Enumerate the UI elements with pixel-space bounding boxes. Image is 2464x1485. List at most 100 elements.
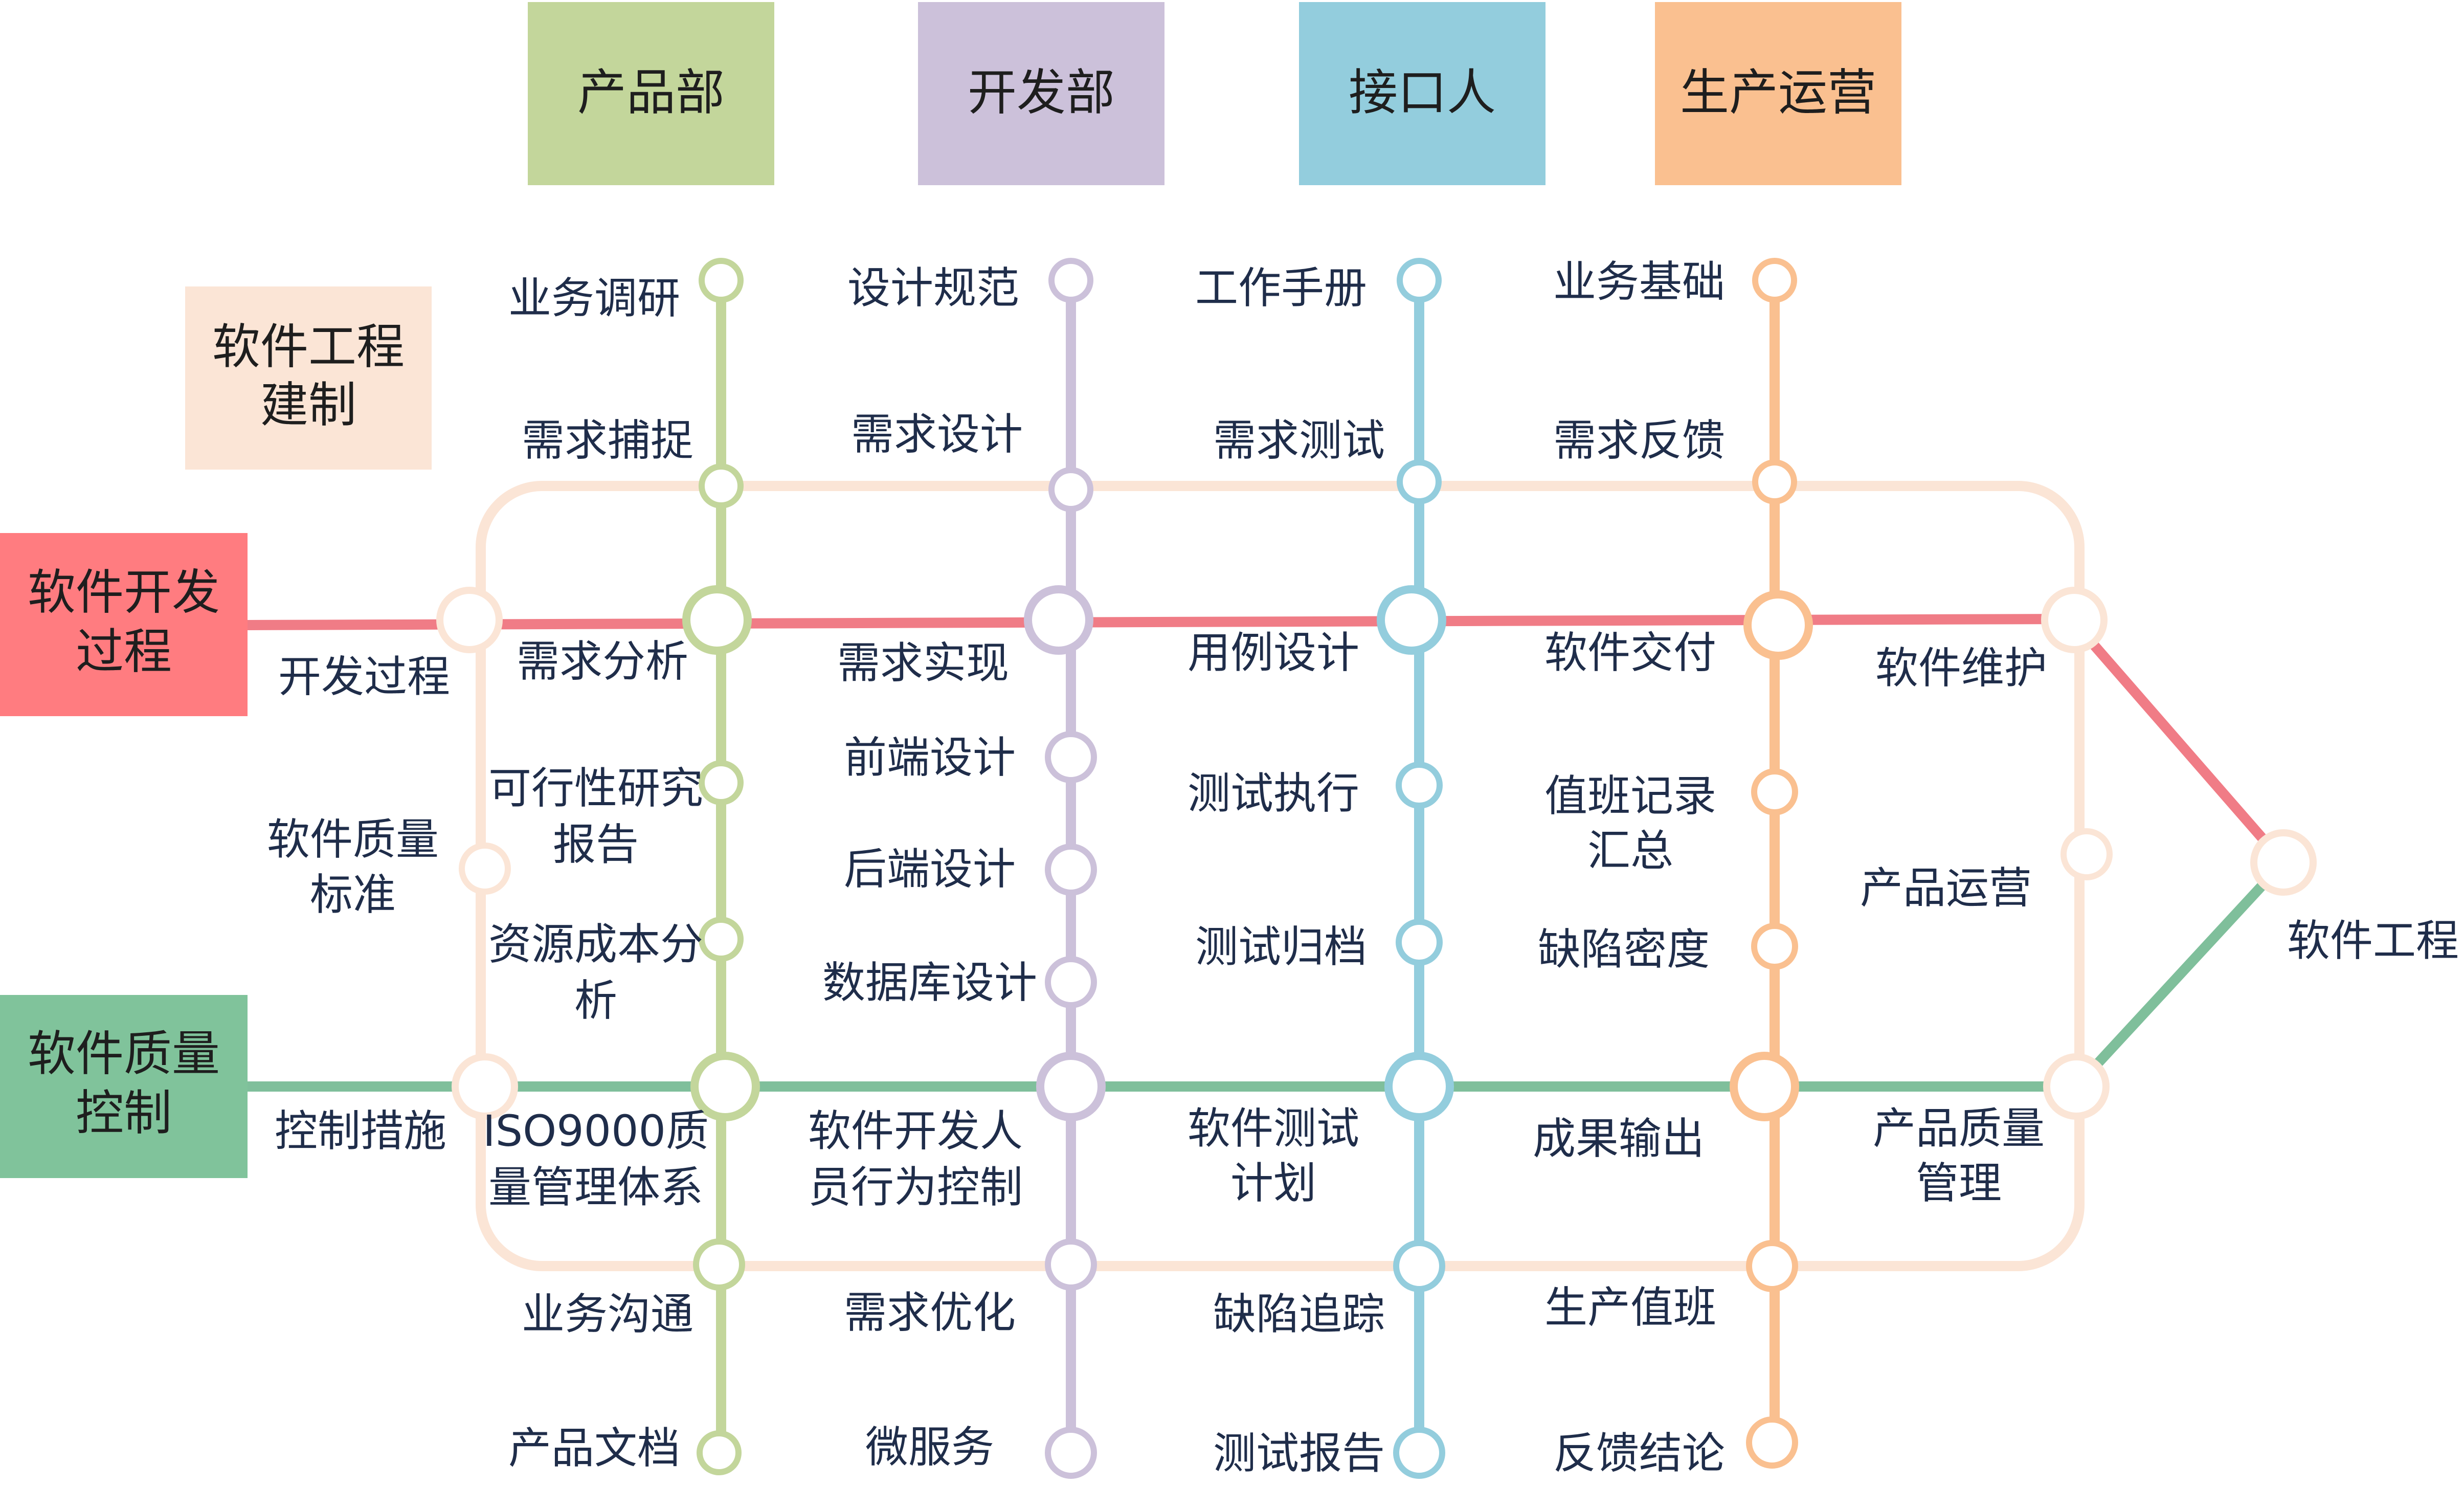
stop-dev-6[interactable] [1045,956,1097,1008]
stop-product-2[interactable] [699,463,744,508]
department-headers: 产品部 开发部 接口人 生产运营 [528,2,1901,185]
stop-dev-7[interactable] [1036,1052,1106,1121]
stop-ops-6[interactable] [1730,1052,1799,1121]
label-dev-9: 微服务 [865,1422,994,1472]
dept-box-product [528,2,774,185]
stop-dev-8[interactable] [1045,1238,1097,1291]
stop-interface-7[interactable] [1393,1240,1445,1292]
stop-ops-4[interactable] [1751,768,1798,815]
stop-ops-2[interactable] [1752,459,1797,504]
stop-interface-4[interactable] [1396,762,1443,809]
dept-box-interface [1299,2,1545,185]
label-ops-5: 缺陷密度 [1538,924,1710,974]
stop-operation[interactable] [2060,828,2113,880]
label-interface-8: 测试报告 [1213,1428,1385,1478]
label-dev-1: 设计规范 [847,263,1019,313]
stop-product-5[interactable] [699,917,744,962]
label-ops-2: 需求反馈 [1553,415,1725,466]
stop-ops-8[interactable] [1746,1416,1798,1469]
stop-quality-standard[interactable] [459,843,511,895]
label-interface-1: 工作手册 [1195,263,1367,313]
stop-interface-2[interactable] [1397,459,1442,504]
loop-labels: 开发过程 软件质量 标准 控制措施 软件维护 产品运营 产品质量 管理 软件工程 [267,643,2459,1208]
label-interface-4: 测试执行 [1188,768,1359,818]
stop-quality-mgmt[interactable] [2043,1053,2110,1120]
label-ops-6: 成果输出 [1533,1114,1705,1164]
stop-maintenance[interactable] [2041,587,2108,653]
label-quality-mgmt-b: 管理 [1916,1158,2002,1208]
label-ops-1: 业务基础 [1553,257,1725,307]
ops-labels: 业务基础 需求反馈 软件交付 值班记录 汇总 缺陷密度 成果输出 生产值班 反馈… [1533,257,1725,1478]
stop-product-7[interactable] [693,1238,745,1291]
loop-stops [436,587,2317,1120]
stop-dev-3[interactable] [1024,585,1093,655]
category-dev-line1: 软件开发 [28,565,220,620]
label-product-2: 需求捕捉 [522,415,693,466]
label-product-5a: 资源成本分 [488,919,703,969]
label-interface-5: 测试归档 [1195,922,1367,972]
interface-labels: 工作手册 需求测试 用例设计 测试执行 测试归档 软件测试 计划 缺陷追踪 测试… [1188,263,1385,1478]
label-interface-6b: 计划 [1230,1158,1316,1208]
category-quality-line1: 软件质量 [28,1026,220,1082]
label-product-4b: 报告 [553,819,639,870]
stop-product-8[interactable] [697,1430,742,1475]
label-ops-4a: 值班记录 [1544,771,1716,821]
dept-label-interface: 接口人 [1349,64,1496,121]
stop-ops-5[interactable] [1751,923,1798,970]
label-quality-mgmt-a: 产品质量 [1873,1103,2045,1154]
label-dev-8: 需求优化 [844,1288,1016,1338]
label-interface-3: 用例设计 [1188,628,1359,678]
product-labels: 业务调研 需求捕捉 需求分析 可行性研究 报告 资源成本分 析 ISO9000质… [483,273,709,1473]
label-product-6a: ISO9000质 [483,1106,709,1156]
interface-stops [1377,258,1454,1479]
dept-label-dev: 开发部 [968,64,1115,121]
label-product-3: 需求分析 [517,636,688,686]
stop-dev-2[interactable] [1048,467,1093,512]
label-dev-7a: 软件开发人 [808,1106,1023,1156]
stop-interface-3[interactable] [1377,585,1446,655]
stop-product-6[interactable] [690,1052,760,1121]
dept-label-ops: 生产运营 [1680,64,1876,121]
label-quality-standard-b: 标准 [310,870,396,920]
label-product-5b: 析 [574,976,617,1026]
label-dev-6: 数据库设计 [822,958,1037,1008]
stop-ops-3[interactable] [1743,590,1813,660]
label-product-4a: 可行性研究 [488,763,703,813]
label-ops-8: 反馈结论 [1553,1428,1725,1478]
dept-box-dev [918,2,1164,185]
label-dev-4: 前端设计 [844,733,1016,783]
label-dev-3: 需求实现 [837,638,1009,688]
label-product-7: 业务沟通 [522,1289,693,1339]
label-dev-5: 后端设计 [844,844,1016,894]
stop-product-1[interactable] [699,258,744,303]
stop-control[interactable] [452,1053,518,1120]
stop-interface-8[interactable] [1393,1427,1445,1479]
stop-product-4[interactable] [699,760,744,805]
stop-dev-1[interactable] [1048,258,1093,303]
category-boxes: 软件工程 建制 软件开发 过程 软件质量 控制 [0,286,432,1178]
label-ops-4b: 汇总 [1587,826,1673,876]
label-dev-2: 需求设计 [851,409,1023,459]
stop-ops-1[interactable] [1752,258,1797,303]
label-interface-2: 需求测试 [1213,415,1385,466]
category-build-line2: 建制 [260,378,356,433]
label-control: 控制措施 [275,1106,446,1156]
stop-dev-5[interactable] [1045,844,1097,896]
stop-product-3[interactable] [682,585,752,655]
stop-dev-9[interactable] [1045,1427,1097,1479]
label-ops-3: 软件交付 [1544,628,1716,678]
category-box-quality [0,995,248,1178]
label-interface-6a: 软件测试 [1188,1103,1359,1154]
stop-dev-process[interactable] [436,587,503,653]
category-dev-line2: 过程 [76,624,172,680]
stop-ops-7[interactable] [1746,1240,1798,1292]
label-dev-process: 开发过程 [278,652,450,702]
stop-dev-4[interactable] [1045,731,1097,783]
stop-interface-1[interactable] [1397,258,1442,303]
category-box-build [185,286,432,470]
label-ops-7: 生产值班 [1544,1282,1716,1333]
stop-interface-5[interactable] [1396,919,1443,966]
stop-interface-6[interactable] [1384,1052,1454,1121]
stop-terminal[interactable] [2250,829,2317,896]
